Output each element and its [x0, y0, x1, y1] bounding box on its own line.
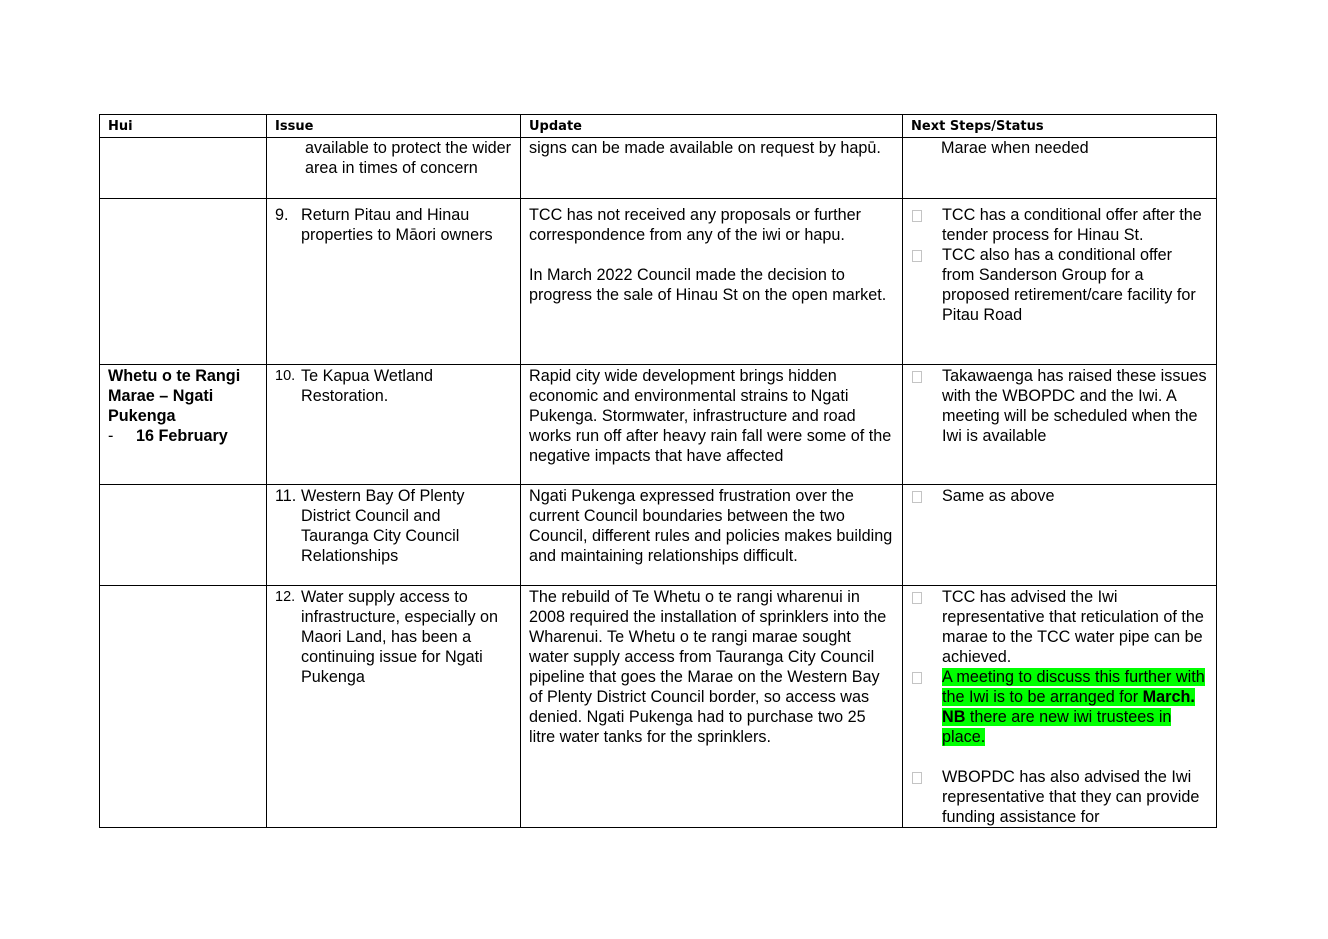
- hui-issues-table: Hui Issue Update Next Steps/Status avail…: [99, 114, 1217, 828]
- header-hui: Hui: [99, 114, 267, 138]
- issue-text: Te Kapua Wetland Restoration.: [301, 367, 433, 405]
- highlight-text: there are new iwi trustees in place.: [942, 708, 1172, 746]
- next-steps-cell: TCC has a conditional offer after the te…: [902, 198, 1217, 365]
- checkbox-icon: [912, 250, 922, 262]
- next-steps-cell: TCC has advised the Iwi representative t…: [902, 585, 1217, 828]
- hui-cell: [99, 137, 267, 199]
- next-step-text: TCC has advised the Iwi representative t…: [942, 588, 1204, 666]
- checkbox-icon: [912, 210, 922, 222]
- update-cell: signs can be made available on request b…: [520, 137, 903, 199]
- header-next-steps: Next Steps/Status: [902, 114, 1217, 138]
- header-update: Update: [520, 114, 903, 138]
- update-text: signs can be made available on request b…: [529, 139, 881, 157]
- next-steps-cell: Takawaenga has raised these issues with …: [902, 364, 1217, 485]
- issue-text: Western Bay Of Plenty District Council a…: [301, 487, 465, 565]
- issue-cell: 9. Return Pitau and Hinau properties to …: [266, 198, 521, 365]
- issue-text: available to protect the wider area in t…: [305, 139, 512, 177]
- hui-cell: Whetu o te Rangi Marae – Ngati Pukenga -…: [99, 364, 267, 485]
- checkbox-icon: [912, 371, 922, 383]
- highlight-bold-text: March.: [1142, 688, 1195, 706]
- checkbox-icon: [912, 491, 922, 503]
- issue-number: 10.: [275, 368, 296, 384]
- update-cell: Rapid city wide development brings hidde…: [520, 364, 903, 485]
- table-row: 9. Return Pitau and Hinau properties to …: [99, 198, 1217, 365]
- hui-cell: [99, 484, 267, 586]
- issue-number: 9.: [275, 206, 289, 224]
- hui-cell: [99, 585, 267, 828]
- issue-cell: 10. Te Kapua Wetland Restoration.: [266, 364, 521, 485]
- checkbox-icon: [912, 592, 922, 604]
- next-steps-cell: Same as above: [902, 484, 1217, 586]
- issue-cell: 12. Water supply access to infrastructur…: [266, 585, 521, 828]
- next-step-text: TCC also has a conditional offer from Sa…: [942, 246, 1196, 324]
- table-row: 12. Water supply access to infrastructur…: [99, 585, 1217, 828]
- header-issue: Issue: [266, 114, 521, 138]
- update-cell: Ngati Pukenga expressed frustration over…: [520, 484, 903, 586]
- header-row: Hui Issue Update Next Steps/Status: [99, 114, 1217, 138]
- update-text: In March 2022 Council made the decision …: [529, 266, 887, 304]
- checkbox-icon: [912, 772, 922, 784]
- next-step-text: Same as above: [942, 487, 1055, 505]
- issue-number: 11.: [275, 487, 297, 505]
- update-cell: TCC has not received any proposals or fu…: [520, 198, 903, 365]
- issue-number: 12.: [275, 589, 296, 605]
- table-row: Whetu o te Rangi Marae – Ngati Pukenga -…: [99, 364, 1217, 485]
- update-text: Ngati Pukenga expressed frustration over…: [529, 487, 893, 565]
- issue-cell: available to protect the wider area in t…: [266, 137, 521, 199]
- table-row: 11. Western Bay Of Plenty District Counc…: [99, 484, 1217, 586]
- next-step-text: Takawaenga has raised these issues with …: [942, 367, 1207, 445]
- next-step-text: Marae when needed: [941, 139, 1089, 157]
- update-text: The rebuild of Te Whetu o te rangi whare…: [529, 588, 887, 746]
- update-text: TCC has not received any proposals or fu…: [529, 206, 862, 244]
- checkbox-icon: [912, 672, 922, 684]
- issue-cell: 11. Western Bay Of Plenty District Counc…: [266, 484, 521, 586]
- hui-dash: -: [108, 427, 114, 445]
- issue-text: Return Pitau and Hinau properties to Māo…: [301, 206, 493, 244]
- next-step-text: TCC has a conditional offer after the te…: [942, 206, 1202, 244]
- update-text: Rapid city wide development brings hidde…: [529, 367, 892, 465]
- issue-text: Water supply access to infrastructure, e…: [301, 588, 499, 686]
- highlight-bold-text: NB: [942, 708, 966, 726]
- next-step-text: WBOPDC has also advised the Iwi represen…: [942, 768, 1200, 826]
- hui-cell: [99, 198, 267, 365]
- table-row: available to protect the wider area in t…: [99, 137, 1217, 199]
- next-step-highlighted: A meeting to discuss this further with t…: [942, 667, 1208, 747]
- next-steps-cell: Marae when needed: [902, 137, 1217, 199]
- hui-name: Whetu o te Rangi Marae – Ngati Pukenga: [108, 367, 241, 425]
- hui-date: 16 February: [136, 427, 228, 445]
- update-cell: The rebuild of Te Whetu o te rangi whare…: [520, 585, 903, 828]
